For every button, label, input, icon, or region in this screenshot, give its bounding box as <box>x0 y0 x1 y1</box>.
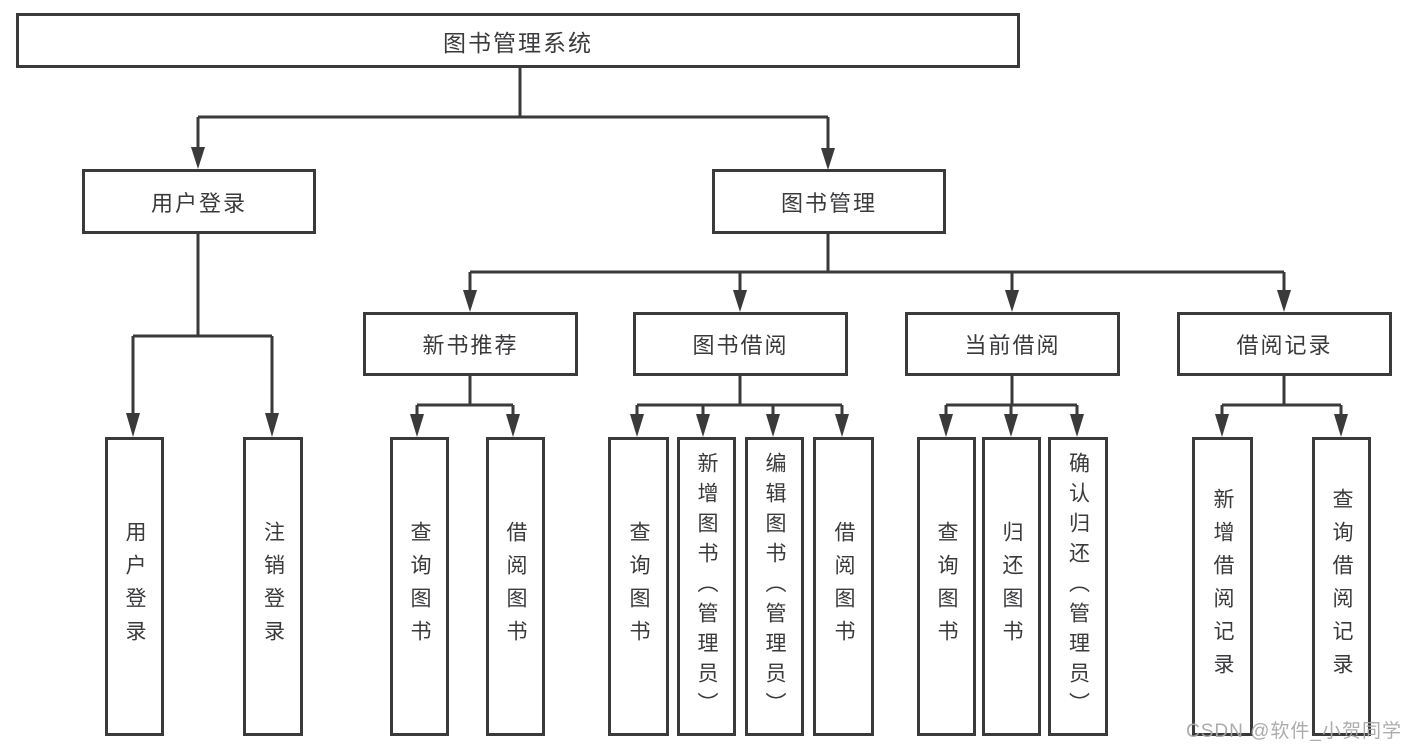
node-leaf-edit-books-admin: 编辑图书（管理员） <box>745 437 804 736</box>
node-user-login: 用户登录 <box>82 169 316 234</box>
node-leaf-borrow-books-2: 借阅图书 <box>813 437 874 736</box>
node-leaf-query-books-1-label: 查询图书 <box>408 520 431 653</box>
node-leaf-query-books-2-label: 查询图书 <box>627 520 650 653</box>
node-leaf-query-books-1: 查询图书 <box>390 437 449 736</box>
node-leaf-logout: 注销登录 <box>243 437 303 736</box>
node-root-label: 图书管理系统 <box>443 29 593 56</box>
node-leaf-borrow-books-1: 借阅图书 <box>486 437 545 736</box>
node-borrowing-records: 借阅记录 <box>1177 312 1392 376</box>
node-leaf-add-books-admin: 新增图书（管理员） <box>677 437 736 736</box>
node-leaf-query-books-3-label: 查询图书 <box>935 520 958 653</box>
node-book-borrowing: 图书借阅 <box>633 312 848 376</box>
node-current-borrowing: 当前借阅 <box>905 312 1120 376</box>
node-book-management-label: 图书管理 <box>780 190 877 216</box>
node-leaf-borrow-books-2-label: 借阅图书 <box>832 520 855 653</box>
node-leaf-confirm-return-admin: 确认归还（管理员） <box>1048 437 1108 736</box>
node-leaf-return-books-label: 归还图书 <box>1000 520 1023 653</box>
node-leaf-borrow-books-1-label: 借阅图书 <box>504 520 527 653</box>
node-leaf-query-books-2: 查询图书 <box>608 437 669 736</box>
node-current-borrowing-label: 当前借阅 <box>964 333 1061 358</box>
node-leaf-logout-label: 注销登录 <box>261 520 285 653</box>
node-user-login-label: 用户登录 <box>150 190 247 216</box>
node-leaf-query-borrow-record: 查询借阅记录 <box>1312 437 1371 736</box>
node-leaf-user-login: 用户登录 <box>105 437 164 736</box>
node-leaf-query-borrow-record-label: 查询借阅记录 <box>1330 487 1353 686</box>
node-borrowing-records-label: 借阅记录 <box>1236 333 1333 358</box>
node-leaf-edit-books-admin-label: 编辑图书（管理员） <box>763 451 786 722</box>
node-leaf-add-borrow-record-label: 新增借阅记录 <box>1211 487 1234 686</box>
arrowheads <box>126 147 1348 437</box>
node-new-book-recommend: 新书推荐 <box>363 312 578 376</box>
csdn-watermark: CSDN @软件_小贺同学 <box>1186 721 1402 742</box>
node-leaf-user-login-label: 用户登录 <box>123 520 146 653</box>
node-leaf-add-books-admin-label: 新增图书（管理员） <box>695 451 718 722</box>
node-leaf-add-borrow-record: 新增借阅记录 <box>1192 437 1253 736</box>
node-leaf-confirm-return-admin-label: 确认归还（管理员） <box>1066 451 1090 722</box>
node-book-management: 图书管理 <box>712 169 946 234</box>
node-new-book-recommend-label: 新书推荐 <box>422 333 519 358</box>
node-book-borrowing-label: 图书借阅 <box>692 333 789 358</box>
node-leaf-return-books: 归还图书 <box>982 437 1041 736</box>
node-leaf-query-books-3: 查询图书 <box>917 437 976 736</box>
node-root-library-system: 图书管理系统 <box>16 13 1020 68</box>
